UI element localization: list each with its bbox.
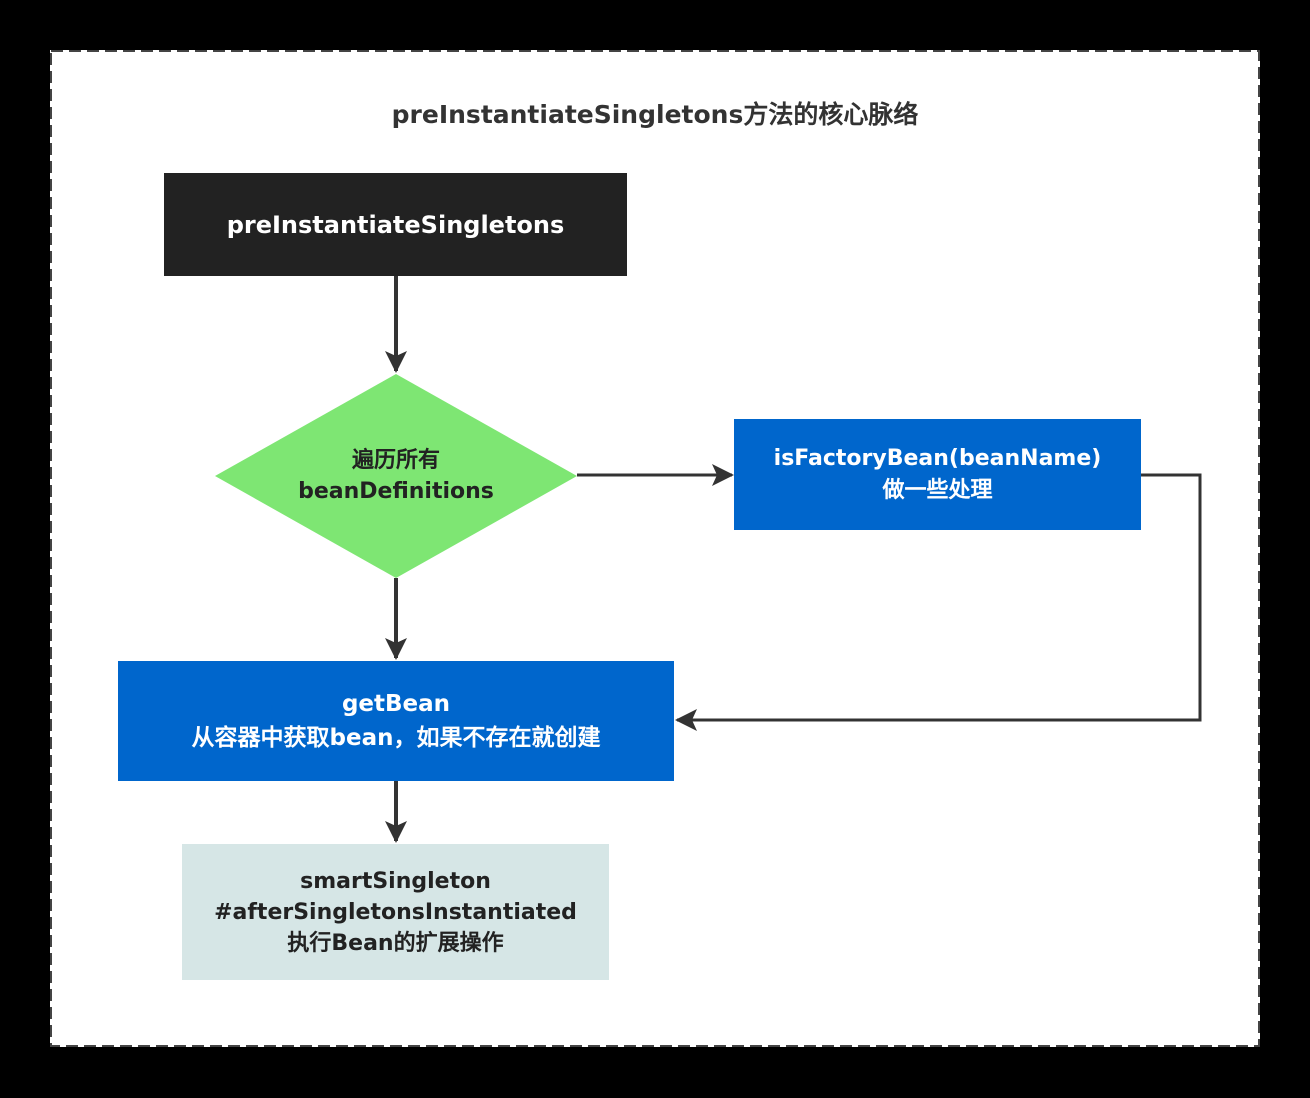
smart-node-line2: #afterSingletonsInstantiated (214, 899, 577, 925)
loop-diamond (215, 374, 577, 578)
getbean-node-line2: 从容器中获取bean，如果不存在就创建 (191, 725, 601, 751)
diagram-title: preInstantiateSingletons方法的核心脉络 (391, 100, 919, 129)
factory-node: isFactoryBean(beanName) 做一些处理 (734, 419, 1141, 530)
smart-node-line3: 执行Bean的扩展操作 (287, 930, 504, 956)
dashed-border (50, 50, 1260, 1047)
diagram-canvas: preInstantiateSingletons方法的核心脉络 preInsta… (50, 50, 1260, 1047)
smart-node-line1: smartSingleton (300, 868, 491, 894)
loop-node-line1: 遍历所有 (351, 448, 440, 473)
loop-node-label: 遍历所有 beanDefinitions (215, 374, 577, 578)
factory-node-line2: 做一些处理 (882, 477, 993, 503)
start-node-label: preInstantiateSingletons (226, 210, 565, 239)
start-node: preInstantiateSingletons (164, 173, 627, 276)
getbean-node: getBean 从容器中获取bean，如果不存在就创建 (118, 661, 674, 781)
edges-layer (215, 276, 1202, 843)
edge-factory-to-getbean (675, 473, 1202, 731)
factory-node-line1: isFactoryBean(beanName) (773, 445, 1102, 471)
smart-node: smartSingleton #afterSingletonsInstantia… (182, 844, 609, 980)
loop-node-line2: beanDefinitions (298, 479, 494, 504)
getbean-node-line1: getBean (341, 691, 451, 717)
